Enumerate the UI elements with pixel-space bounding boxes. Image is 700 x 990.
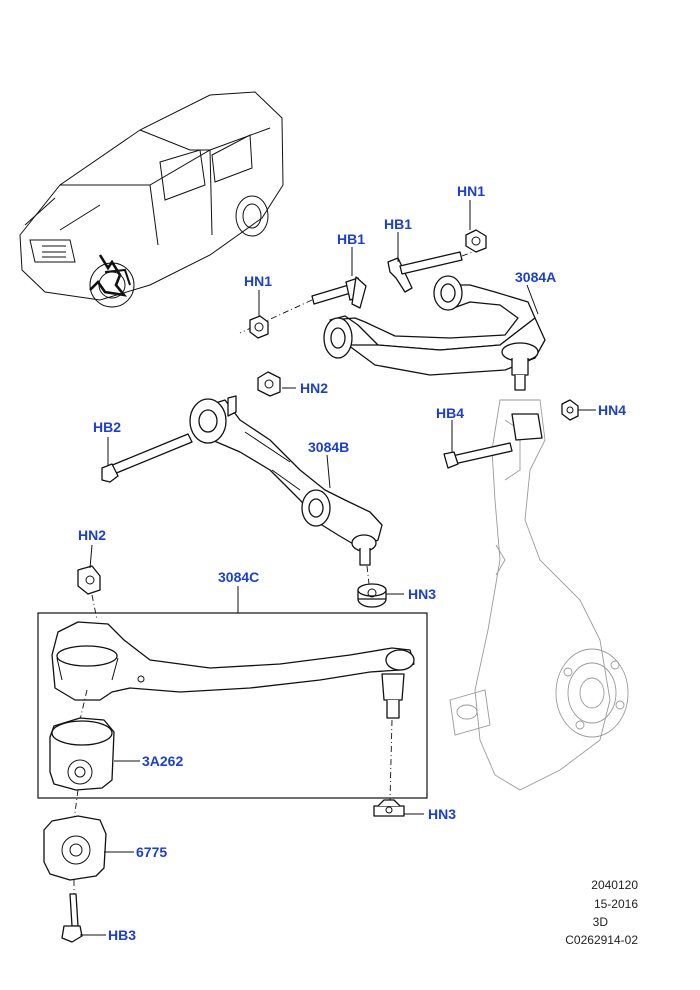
callout-hb1-right: HB1 (384, 216, 412, 232)
nut-hn3-upper (357, 565, 387, 608)
nut-hn2-lower (77, 565, 101, 621)
bolt-hb2 (101, 433, 193, 483)
callout-hn1-right: HN1 (457, 183, 485, 199)
bolt-hb3 (61, 893, 83, 943)
nut-hn1-right (465, 229, 487, 253)
callout-hb2: HB2 (93, 419, 121, 435)
callout-hn3-upper: HN3 (408, 586, 436, 602)
callout-6775: 6775 (136, 844, 167, 860)
reference-code-line1: 2040120 (591, 878, 638, 892)
callout-3084B: 3084B (308, 439, 349, 455)
callout-hb4: HB4 (436, 405, 464, 421)
upper-control-arm-3084A (323, 275, 546, 391)
reference-code-line4: C0262914-02 (565, 933, 638, 947)
assembly-3084C-frame (37, 612, 428, 799)
nut-hn1-left (249, 315, 269, 339)
reference-code-line2: 15-2016 (593, 897, 638, 911)
knuckle-ghost (449, 399, 629, 791)
callout-hb1-left: HB1 (337, 231, 365, 247)
callout-hn4: HN4 (598, 402, 626, 418)
vehicle-locator-image (19, 91, 284, 308)
callout-hn2-upper: HN2 (300, 380, 328, 396)
lower-control-arm-3084B (189, 395, 383, 566)
callout-3A262: 3A262 (142, 753, 183, 769)
bushing-6775 (43, 815, 107, 894)
callout-3084C: 3084C (218, 569, 259, 585)
callout-hn3-lower: HN3 (428, 806, 456, 822)
callout-3084A: 3084A (515, 269, 556, 285)
nut-hn2-upper (257, 371, 281, 397)
nut-hn4 (561, 399, 579, 421)
nut-hn3-lower (373, 799, 405, 817)
bushing-3A262 (49, 689, 115, 821)
lower-control-arm-3084C (51, 621, 415, 801)
callout-hn2-lower: HN2 (78, 527, 106, 543)
reference-code-line3: 3D (592, 915, 608, 929)
callout-hb3: HB3 (108, 927, 136, 943)
leader-lines (80, 200, 596, 936)
callout-hn1-left: HN1 (244, 273, 272, 289)
bolt-hb4 (443, 413, 543, 469)
bolt-hb1-left (239, 276, 367, 334)
